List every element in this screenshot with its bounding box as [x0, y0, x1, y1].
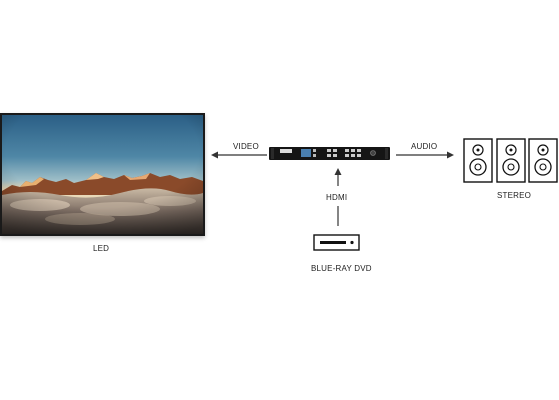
video-label: VIDEO — [233, 142, 259, 151]
speaker-icon — [496, 138, 526, 183]
video-processor — [269, 147, 390, 160]
audio-label: AUDIO — [411, 142, 438, 151]
hdmi-label: HDMI — [326, 193, 348, 202]
dvd-player-icon — [313, 234, 360, 251]
hdmi-arrow — [334, 168, 342, 226]
dvd-label: BLUE-RAY DVD — [311, 264, 372, 273]
led-label: LED — [93, 244, 110, 253]
led-screen — [0, 113, 205, 236]
audio-arrow — [396, 151, 454, 159]
stereo-label: STEREO — [497, 191, 532, 200]
speaker-icon — [528, 138, 558, 183]
video-arrow — [211, 151, 267, 159]
speaker-icon — [463, 138, 493, 183]
